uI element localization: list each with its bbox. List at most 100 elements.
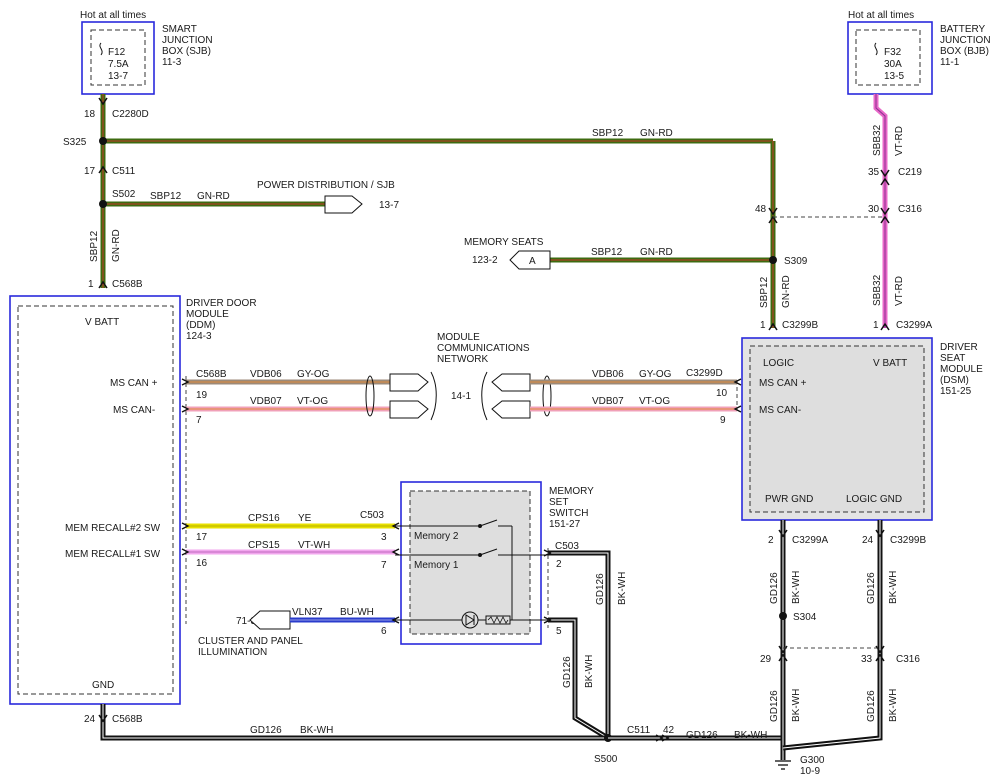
c3299b-bot-label: C3299B xyxy=(890,535,926,546)
c511-top-pin: 17 xyxy=(84,166,96,177)
memory-seats-label: MEMORY SEATS xyxy=(464,237,544,248)
can-minus-right-chevron-icon xyxy=(733,405,742,413)
c3299b-bot-chevron-icon xyxy=(875,529,885,538)
c2280d-label: C2280D xyxy=(112,109,149,120)
dsm-logic-gnd: LOGIC GND xyxy=(846,494,902,505)
c316-left-chevron-icon xyxy=(768,207,778,216)
gnrd-left-vertical: GN-RD xyxy=(111,229,122,262)
vtrd-top-wire: VT-RD xyxy=(894,126,905,156)
g300-ref: 10-9 xyxy=(800,766,820,777)
gnrd-pd-wire: GN-RD xyxy=(197,191,230,202)
switch-gnd1-pin: 2 xyxy=(556,559,562,570)
ddm-name-2: MODULE xyxy=(186,309,229,320)
c219-pin: 35 xyxy=(868,167,880,178)
mem2-ddm-chevron-icon xyxy=(181,522,190,530)
sjb-name-3: BOX (SJB) xyxy=(162,46,211,57)
c316-bot-left-chevron2-icon xyxy=(778,653,788,662)
memory-seats-tag: A xyxy=(529,256,536,267)
bjb-fuse-ref: 13-5 xyxy=(884,71,904,82)
bkwh-dsm-right2: BK-WH xyxy=(888,689,899,722)
bkwh-dsm-left1: BK-WH xyxy=(791,571,802,604)
driver-seat-module: DRIVER SEAT MODULE (DSM) 151-25 LOGIC V … xyxy=(741,337,983,521)
s502-splice xyxy=(99,200,107,208)
c219-chevron-icon xyxy=(880,169,890,178)
c568b-top-pin: 1 xyxy=(88,279,94,290)
switch-mem1-pin: 7 xyxy=(381,560,387,571)
network-ref: 14-1 xyxy=(451,391,471,402)
c511-bot-chevron-icon xyxy=(655,734,670,742)
dsm-pwr-gnd: PWR GND xyxy=(765,494,813,505)
ddm-can-plus: MS CAN + xyxy=(110,378,158,389)
ddm-vbatt: V BATT xyxy=(85,317,119,328)
sjb-fuse-icon xyxy=(99,42,103,56)
memory-set-switch: MEMORY SET SWITCH 151-27 Memory 2 Memory… xyxy=(395,481,594,645)
bjb-name-ref: 11-1 xyxy=(940,57,960,68)
ddm-mem1: MEM RECALL#1 SW xyxy=(65,549,161,560)
dsm-logic: LOGIC xyxy=(763,358,794,369)
bjb-fuse-rating: 30A xyxy=(884,59,902,70)
ddm-can-minus: MS CAN- xyxy=(113,405,155,416)
c3299a-bot-pin: 2 xyxy=(768,535,774,546)
bkwh-dsm-left2: BK-WH xyxy=(791,689,802,722)
sbb32-bot-wire: SBB32 xyxy=(872,274,883,306)
s309-label: S309 xyxy=(784,256,808,267)
bkwh-sw-right-wire: BK-WH xyxy=(617,572,628,605)
c316-pin-30: 30 xyxy=(868,204,880,215)
vtwh-wire: VT-WH xyxy=(298,540,330,551)
c511-top-label: C511 xyxy=(112,166,136,177)
ddm-can-minus-pin: 7 xyxy=(196,415,202,426)
c3299a-top-label: C3299A xyxy=(896,320,932,331)
c3299a-top-pin: 1 xyxy=(873,320,879,331)
bkwh-dsm-right1: BK-WH xyxy=(888,571,899,604)
bjb-hot-label: Hot at all times xyxy=(848,10,914,21)
network-line-2: COMMUNICATIONS xyxy=(437,343,530,354)
vtrd-bot-wire: VT-RD xyxy=(894,276,905,306)
s309-splice xyxy=(769,256,777,264)
ddm-can-plus-pin: 19 xyxy=(196,390,208,401)
right-green-feed: 48 S309 SBP12 GN-RD 1 C3299B xyxy=(755,204,818,331)
vtog-left-wire: VT-OG xyxy=(297,396,328,407)
sbp12-right-vertical: SBP12 xyxy=(759,276,770,308)
illum-switch-chevron-icon xyxy=(391,616,400,624)
buwh-wire: BU-WH xyxy=(340,607,374,618)
dsm-name-ref: 151-25 xyxy=(940,386,972,397)
switch-illum-pin: 6 xyxy=(381,626,387,637)
sbb32-top-wire: SBB32 xyxy=(872,124,883,156)
vtog-right-wire: VT-OG xyxy=(639,396,670,407)
c316-right-chevron2-icon xyxy=(880,215,890,224)
c2280d-chevron-icon xyxy=(98,97,108,106)
gd126-dsm-right1: GD126 xyxy=(866,572,877,604)
switch-name-1: MEMORY xyxy=(549,486,594,497)
cps16-wire: CPS16 xyxy=(248,513,280,524)
c3299a-bot-chevron-icon xyxy=(778,529,788,538)
power-distribution-ref: SBP12 GN-RD POWER DISTRIBUTION / SJB 13-… xyxy=(150,180,399,214)
can-plus-right-arrow-icon xyxy=(491,373,531,392)
gyog-left-wire: GY-OG xyxy=(297,369,330,380)
bjb-fuse-id: F32 xyxy=(884,47,902,58)
sbp12-left-vertical: SBP12 xyxy=(89,230,100,262)
c503-right-label: C503 xyxy=(555,541,579,552)
switch-name-2: SET xyxy=(549,497,568,508)
switch-name-3: SWITCH xyxy=(549,508,588,519)
cluster-illumination: 71-3 VLN37 BU-WH 6 CLUSTER AND PANEL ILL… xyxy=(198,607,400,658)
gd126-bot-wire: GD126 xyxy=(250,725,282,736)
power-dist-label: POWER DISTRIBUTION / SJB xyxy=(257,180,395,191)
mem2-switch-contact xyxy=(479,519,498,527)
ddm-mem1-pin: 16 xyxy=(196,558,208,569)
memory-seats-ref: MEMORY SEATS 123-2 A SBP12 GN-RD xyxy=(464,237,673,270)
cps15-wire: CPS15 xyxy=(248,540,280,551)
sjb-hot-label: Hot at all times xyxy=(80,10,146,21)
c316-bot-right-chevron2-icon xyxy=(875,653,885,662)
can-plus-left-chevron-icon xyxy=(181,378,190,386)
network-bracket-left xyxy=(430,371,437,421)
vdb06-right-wire: VDB06 xyxy=(592,369,624,380)
c3299a-top-chevron-icon xyxy=(880,322,890,331)
vln37-wire: VLN37 xyxy=(292,607,323,618)
c3299b-top-label: C3299B xyxy=(782,320,818,331)
vdb07-left-wire: VDB07 xyxy=(250,396,282,407)
c2280d-pin: 18 xyxy=(84,109,96,120)
c316-top-label: C316 xyxy=(898,204,922,215)
gnd2-switch-chevron-icon xyxy=(543,616,552,624)
switch-gnd2-pin: 5 xyxy=(556,626,562,637)
